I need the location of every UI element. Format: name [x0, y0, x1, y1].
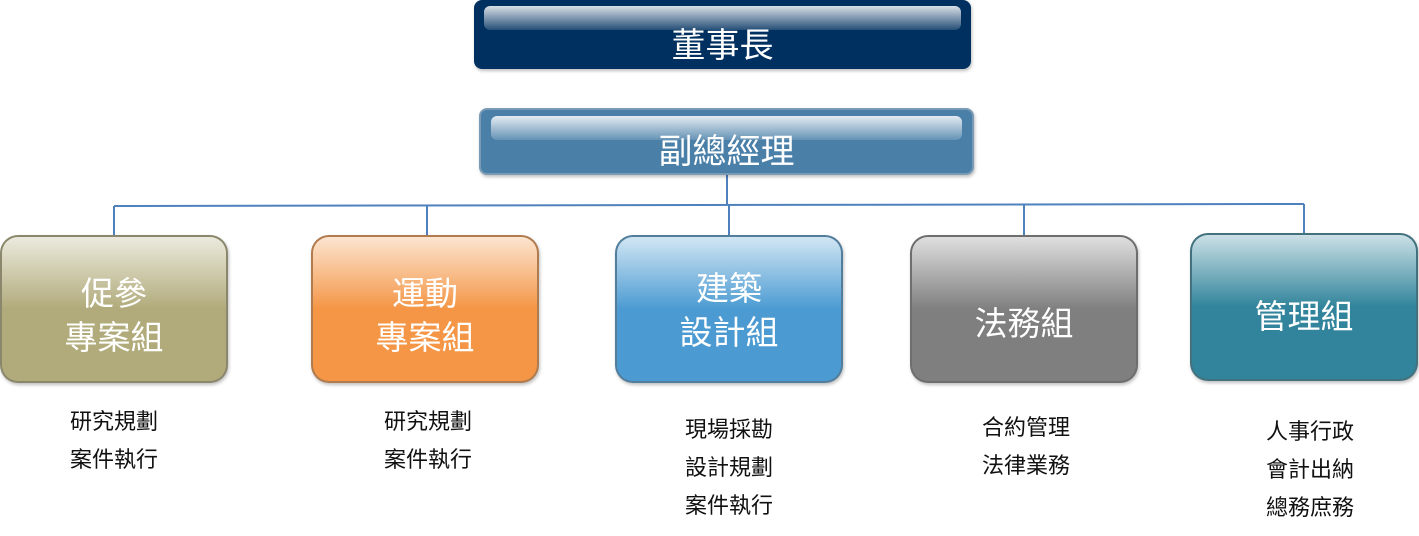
connector-bus	[113, 203, 1305, 207]
task-item: 研究規劃	[383, 410, 472, 435]
dept-name-3b: 設計組	[679, 313, 779, 352]
dept-gloss-1	[2, 237, 226, 309]
dept-box-5: 管理組	[1190, 233, 1418, 381]
dept-tasks-1: 研究規劃 案件執行	[44, 404, 184, 480]
vice-gm-title: 副總經理	[658, 131, 795, 172]
task-item: 現場採勘	[684, 418, 773, 443]
dept-name-1b: 專案組	[64, 318, 164, 357]
task-item: 研究規劃	[69, 410, 158, 435]
dept-gloss-5	[1192, 235, 1416, 307]
task-item: 總務庶務	[1265, 496, 1354, 521]
task-item: 案件執行	[69, 448, 158, 473]
task-item: 法律業務	[981, 454, 1070, 479]
vice-gm-gloss	[491, 116, 962, 140]
dept-tasks-2: 研究規劃 案件執行	[358, 404, 498, 480]
dept-tasks-5: 人事行政 會計出納 總務庶務	[1240, 414, 1380, 528]
chairman-title: 董事長	[671, 25, 774, 66]
dept-name-5: 管理組	[1254, 297, 1354, 336]
dept-gloss-4	[912, 237, 1136, 309]
dept-name-4: 法務組	[974, 304, 1074, 343]
dept-gloss-3	[617, 237, 841, 309]
dept-box-2: 運動 專案組	[311, 235, 539, 383]
dept-tasks-3: 現場採勘 設計規劃 案件執行	[659, 412, 799, 526]
dept-name-1a: 促參	[81, 274, 147, 313]
task-item: 設計規劃	[684, 456, 773, 481]
dept-box-3: 建築 設計組	[615, 235, 843, 383]
task-item: 案件執行	[684, 494, 773, 519]
dept-name-2b: 專案組	[375, 318, 475, 357]
chairman-gloss	[484, 6, 961, 30]
dept-box-4: 法務組	[910, 235, 1138, 383]
dept-tasks-4: 合約管理 法律業務	[956, 410, 1096, 486]
task-item: 人事行政	[1265, 420, 1354, 445]
task-item: 會計出納	[1265, 458, 1354, 483]
dept-box-1: 促參 專案組	[0, 235, 228, 383]
chairman-box: 董事長	[474, 0, 971, 69]
dept-name-3a: 建築	[696, 269, 762, 308]
task-item: 合約管理	[981, 416, 1070, 441]
dept-gloss-2	[313, 237, 537, 309]
vice-gm-box: 副總經理	[479, 108, 974, 175]
task-item: 案件執行	[383, 448, 472, 473]
dept-name-2a: 運動	[392, 274, 458, 313]
